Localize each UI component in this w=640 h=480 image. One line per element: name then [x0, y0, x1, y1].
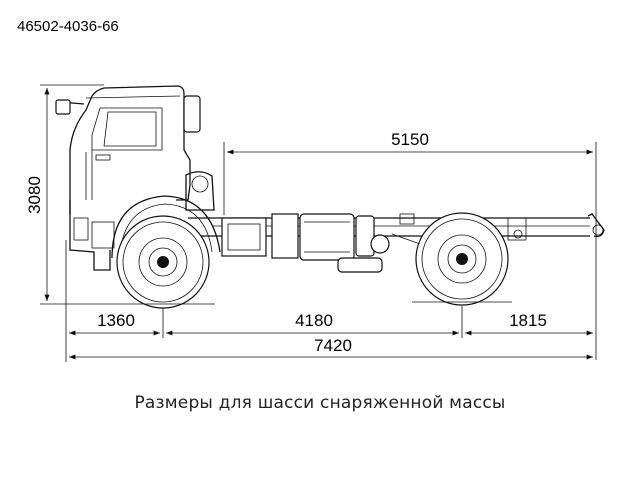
height-dimension: 3080 [25, 84, 112, 305]
total-length-value: 7420 [314, 336, 352, 355]
front-wheel [116, 215, 210, 309]
front-overhang-value: 1360 [97, 311, 135, 330]
lower-dimensions: 1360 4180 1815 7420 [65, 240, 593, 362]
truck-illustration [55, 85, 605, 273]
model-code: 46502-4036-66 [17, 18, 119, 35]
height-value: 3080 [25, 176, 44, 214]
rear-length-dimension: 5150 [223, 130, 597, 360]
caption: Размеры для шасси снаряженной массы [134, 393, 506, 413]
rear-length-value: 5150 [391, 130, 429, 149]
rear-overhang-value: 1815 [509, 311, 547, 330]
wheelbase-value: 4180 [295, 311, 333, 330]
rear-wheel [415, 212, 509, 306]
